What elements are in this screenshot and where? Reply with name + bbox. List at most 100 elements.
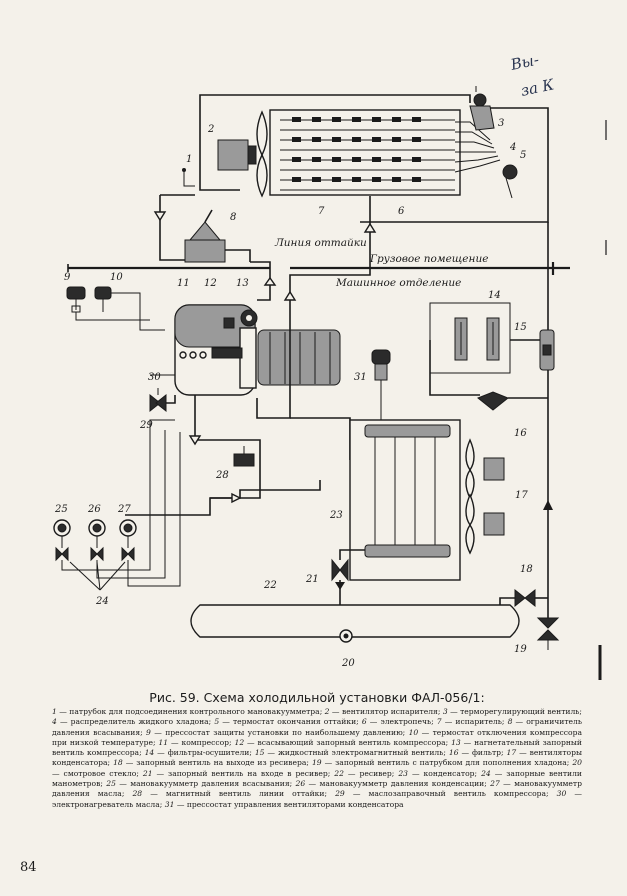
legend-text: — термостат окончания оттайки; [219,717,362,727]
suction-pressure-gauge [53,519,71,537]
legend-text: — электропечь; [366,717,437,727]
legend-entry: 1 — патрубок для подсоединения контрольн… [52,707,325,716]
legend-number: 5 [214,717,220,727]
legend-text: — магнитный вентиль линии оттайки; [142,789,336,799]
receiver [190,604,520,638]
legend-text: — испаритель; [441,717,508,727]
legend-number: 30 [556,789,567,799]
legend-entry: 28 — магнитный вентиль линии оттайки; [132,789,335,798]
legend-entry: 27 — мановакуумметр давления масла; [52,779,582,798]
legend-text: — запорный вентиль на входе в ресивер; [152,768,335,778]
svg-text:6: 6 [398,206,405,217]
svg-text:16: 16 [514,428,527,439]
legend-entry: 20 — смотровое стекло; [52,758,582,777]
liquid-solenoid-valve [539,329,555,371]
svg-text:2: 2 [207,124,214,135]
legend-entry: 11 — компрессор; [158,738,234,747]
svg-text:28: 28 [215,470,229,481]
legend-entry: 19 — запорный вентиль с патрубком для по… [312,758,572,767]
condenser-fan-pressostat [371,349,391,420]
legend-number: 8 [507,717,513,727]
legend-entry: 2 — вентилятор испарителя; [325,707,443,716]
condenser-fans [465,438,505,555]
svg-text:26: 26 [87,504,101,515]
svg-text:8: 8 [230,212,236,223]
legend-entry: 21 — запорный вентиль на входе в ресивер… [143,769,334,778]
legend-text: — маслозаправочный вентиль компрессора; [344,789,557,799]
charging-valve [536,617,560,650]
svg-text:11: 11 [177,278,190,289]
discharge-stop-valve [240,309,258,327]
receiver-inlet-valve [331,558,349,582]
legend-text: — фильтр; [458,748,507,758]
legend-entry: 5 — термостат окончания оттайки; [214,717,362,726]
legend-entry: 23 — конденсатор; [398,769,481,778]
legend-text: — вентиляторы конденсатора; [52,748,583,768]
legend-number: 2 [324,707,330,716]
legend-text: — нагнетательный запорный вентиль компре… [52,737,582,758]
legend-entry: 8 — ограничитель давления всасывания; [52,717,582,736]
defrost-line-label: Линия оттайки [274,237,367,249]
legend-text: — запорный вентиль с патрубком для попол… [321,758,573,768]
defrost-magnetic-valve [233,446,255,467]
high-pressure-pressostat [66,286,86,313]
legend-number: 9 [146,727,151,737]
legend-text: — терморегулирующий вентиль; [447,707,582,716]
legend-entry: 25 — мановакуумметр давления всасывания; [106,779,295,788]
legend-entry: 10 — термостат отключения компрессора пр… [52,728,582,747]
suction-left-line [159,195,185,261]
legend-number: 20 [572,758,582,768]
svg-text:19: 19 [514,644,527,655]
legend-entry: 15 — жидкостный электромагнитный вентиль… [255,748,449,757]
legend-text: — жидкостный электромагнитный вентиль; [264,748,449,758]
legend-text: — патрубок для подсоединения контрольног… [56,707,325,716]
condensing-pressure-gauge [88,519,106,537]
svg-text:21: 21 [305,574,319,585]
cargo-space-label: Грузовое помещение [369,253,488,265]
condenser [349,419,461,581]
top-suction-line [199,94,471,110]
legend-text: — фильтры-осушители; [154,748,255,758]
legend-entry: 12 — всасывающий запорный вентиль компре… [234,738,451,747]
svg-text:27: 27 [117,504,131,515]
machine-room-label: Машинное отделение [335,277,461,289]
legend-number: 31 [164,799,175,809]
line-to-tev [490,107,549,122]
legend-entry: 16 — фильтр; [449,748,507,757]
legend-number: 25 [106,779,116,789]
legend-text: — смотровое стекло; [52,768,143,778]
legend-text: — конденсатор; [407,768,482,778]
filter-driers [429,302,511,374]
defrost-end-thermostat [502,164,518,199]
legend-entry: 29 — маслозаправочный вентиль компрессор… [335,789,557,798]
legend-text: — мановакуумметр давления всасывания; [115,779,296,789]
svg-text:9: 9 [64,272,71,283]
legend-number: 16 [448,748,459,758]
svg-text:25: 25 [54,504,68,515]
svg-text:7: 7 [318,206,325,217]
legend-number: 28 [132,789,143,799]
legend-number: 17 [506,748,517,758]
legend-text: — ресивер; [343,768,399,778]
refrigeration-schematic: Вы- за К [53,50,607,680]
legend-number: 7 [436,717,442,727]
legend-text: — прессостат управления вентиляторами ко… [174,799,404,809]
legend-text: — компрессор; [168,737,235,747]
suction-stop-valve [223,317,235,329]
legend-entry: 24 — запорные вентили манометров; [52,769,582,788]
legend-number: 15 [254,748,265,758]
legend-text: — прессостат защиты установки по наиболь… [150,727,409,737]
legend-number: 1 [52,707,57,716]
legend-number: 24 [481,768,491,778]
svg-text:12: 12 [204,278,217,289]
svg-text:17: 17 [515,490,528,501]
oil-pressure-gauge [119,519,137,537]
svg-text:3: 3 [498,118,504,129]
legend-number: 12 [234,737,245,747]
legend-entry: 31 — прессостат управления вентиляторами… [165,800,404,809]
legend-entry: 26 — мановакуумметр давления конденсации… [296,779,491,788]
legend-text: — распределитель жидкого хладона; [56,717,215,727]
legend-text: — запорные вентили манометров; [52,768,582,789]
legend-text: — электронагреватель масла; [52,789,582,809]
